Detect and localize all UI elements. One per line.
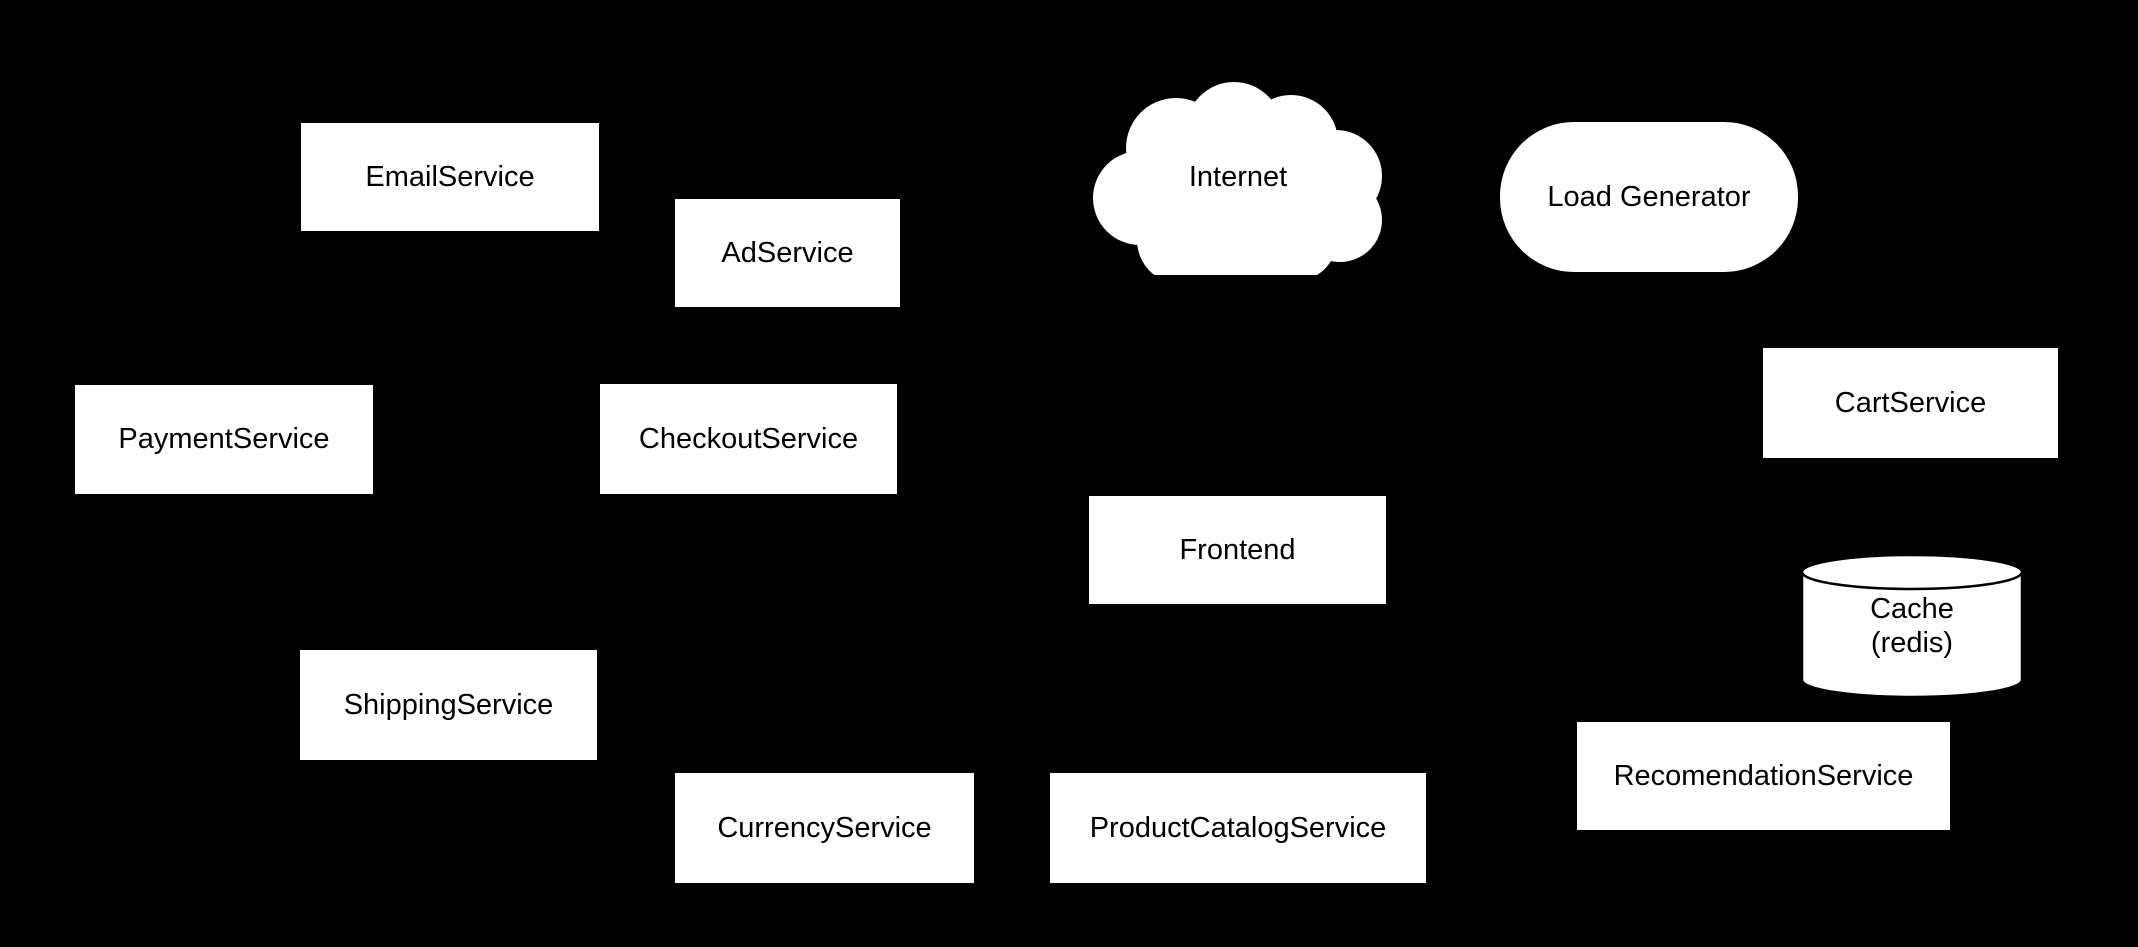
- node-label-internet: Internet: [1188, 161, 1288, 194]
- node-currencyservice[interactable]: CurrencyService: [675, 773, 974, 883]
- node-cartservice[interactable]: CartService: [1763, 348, 2058, 458]
- node-label-cache: Cache (redis): [1870, 592, 1954, 659]
- node-internet[interactable]: Internet: [1088, 80, 1388, 275]
- node-label-adservice: AdService: [721, 236, 854, 269]
- node-shippingservice[interactable]: ShippingService: [300, 650, 597, 760]
- node-loadgenerator[interactable]: Load Generator: [1500, 122, 1798, 272]
- node-label-frontend: Frontend: [1179, 533, 1296, 566]
- cloud-shape: [1093, 82, 1382, 275]
- node-label-productcatalogservice: ProductCatalogService: [1089, 811, 1387, 844]
- node-label-checkoutservice: CheckoutService: [638, 422, 859, 455]
- node-label-shippingservice: ShippingService: [343, 688, 554, 721]
- node-cache[interactable]: Cache (redis): [1800, 555, 2024, 697]
- node-label-paymentservice: PaymentService: [118, 423, 330, 456]
- node-adservice[interactable]: AdService: [675, 199, 900, 307]
- node-paymentservice[interactable]: PaymentService: [75, 385, 373, 494]
- node-label-emailservice: EmailService: [365, 160, 535, 193]
- node-recomendationservice[interactable]: RecomendationService: [1577, 722, 1950, 830]
- cylinder-shape: [1800, 555, 2024, 697]
- node-checkoutservice[interactable]: CheckoutService: [600, 384, 897, 494]
- node-productcatalogservice[interactable]: ProductCatalogService: [1050, 773, 1426, 883]
- node-label-currencyservice: CurrencyService: [717, 811, 932, 844]
- node-label-cartservice: CartService: [1834, 386, 1987, 419]
- node-label-loadgenerator: Load Generator: [1547, 180, 1751, 213]
- node-frontend[interactable]: Frontend: [1089, 496, 1386, 604]
- node-label-recomendationservice: RecomendationService: [1613, 759, 1914, 792]
- node-emailservice[interactable]: EmailService: [301, 123, 599, 231]
